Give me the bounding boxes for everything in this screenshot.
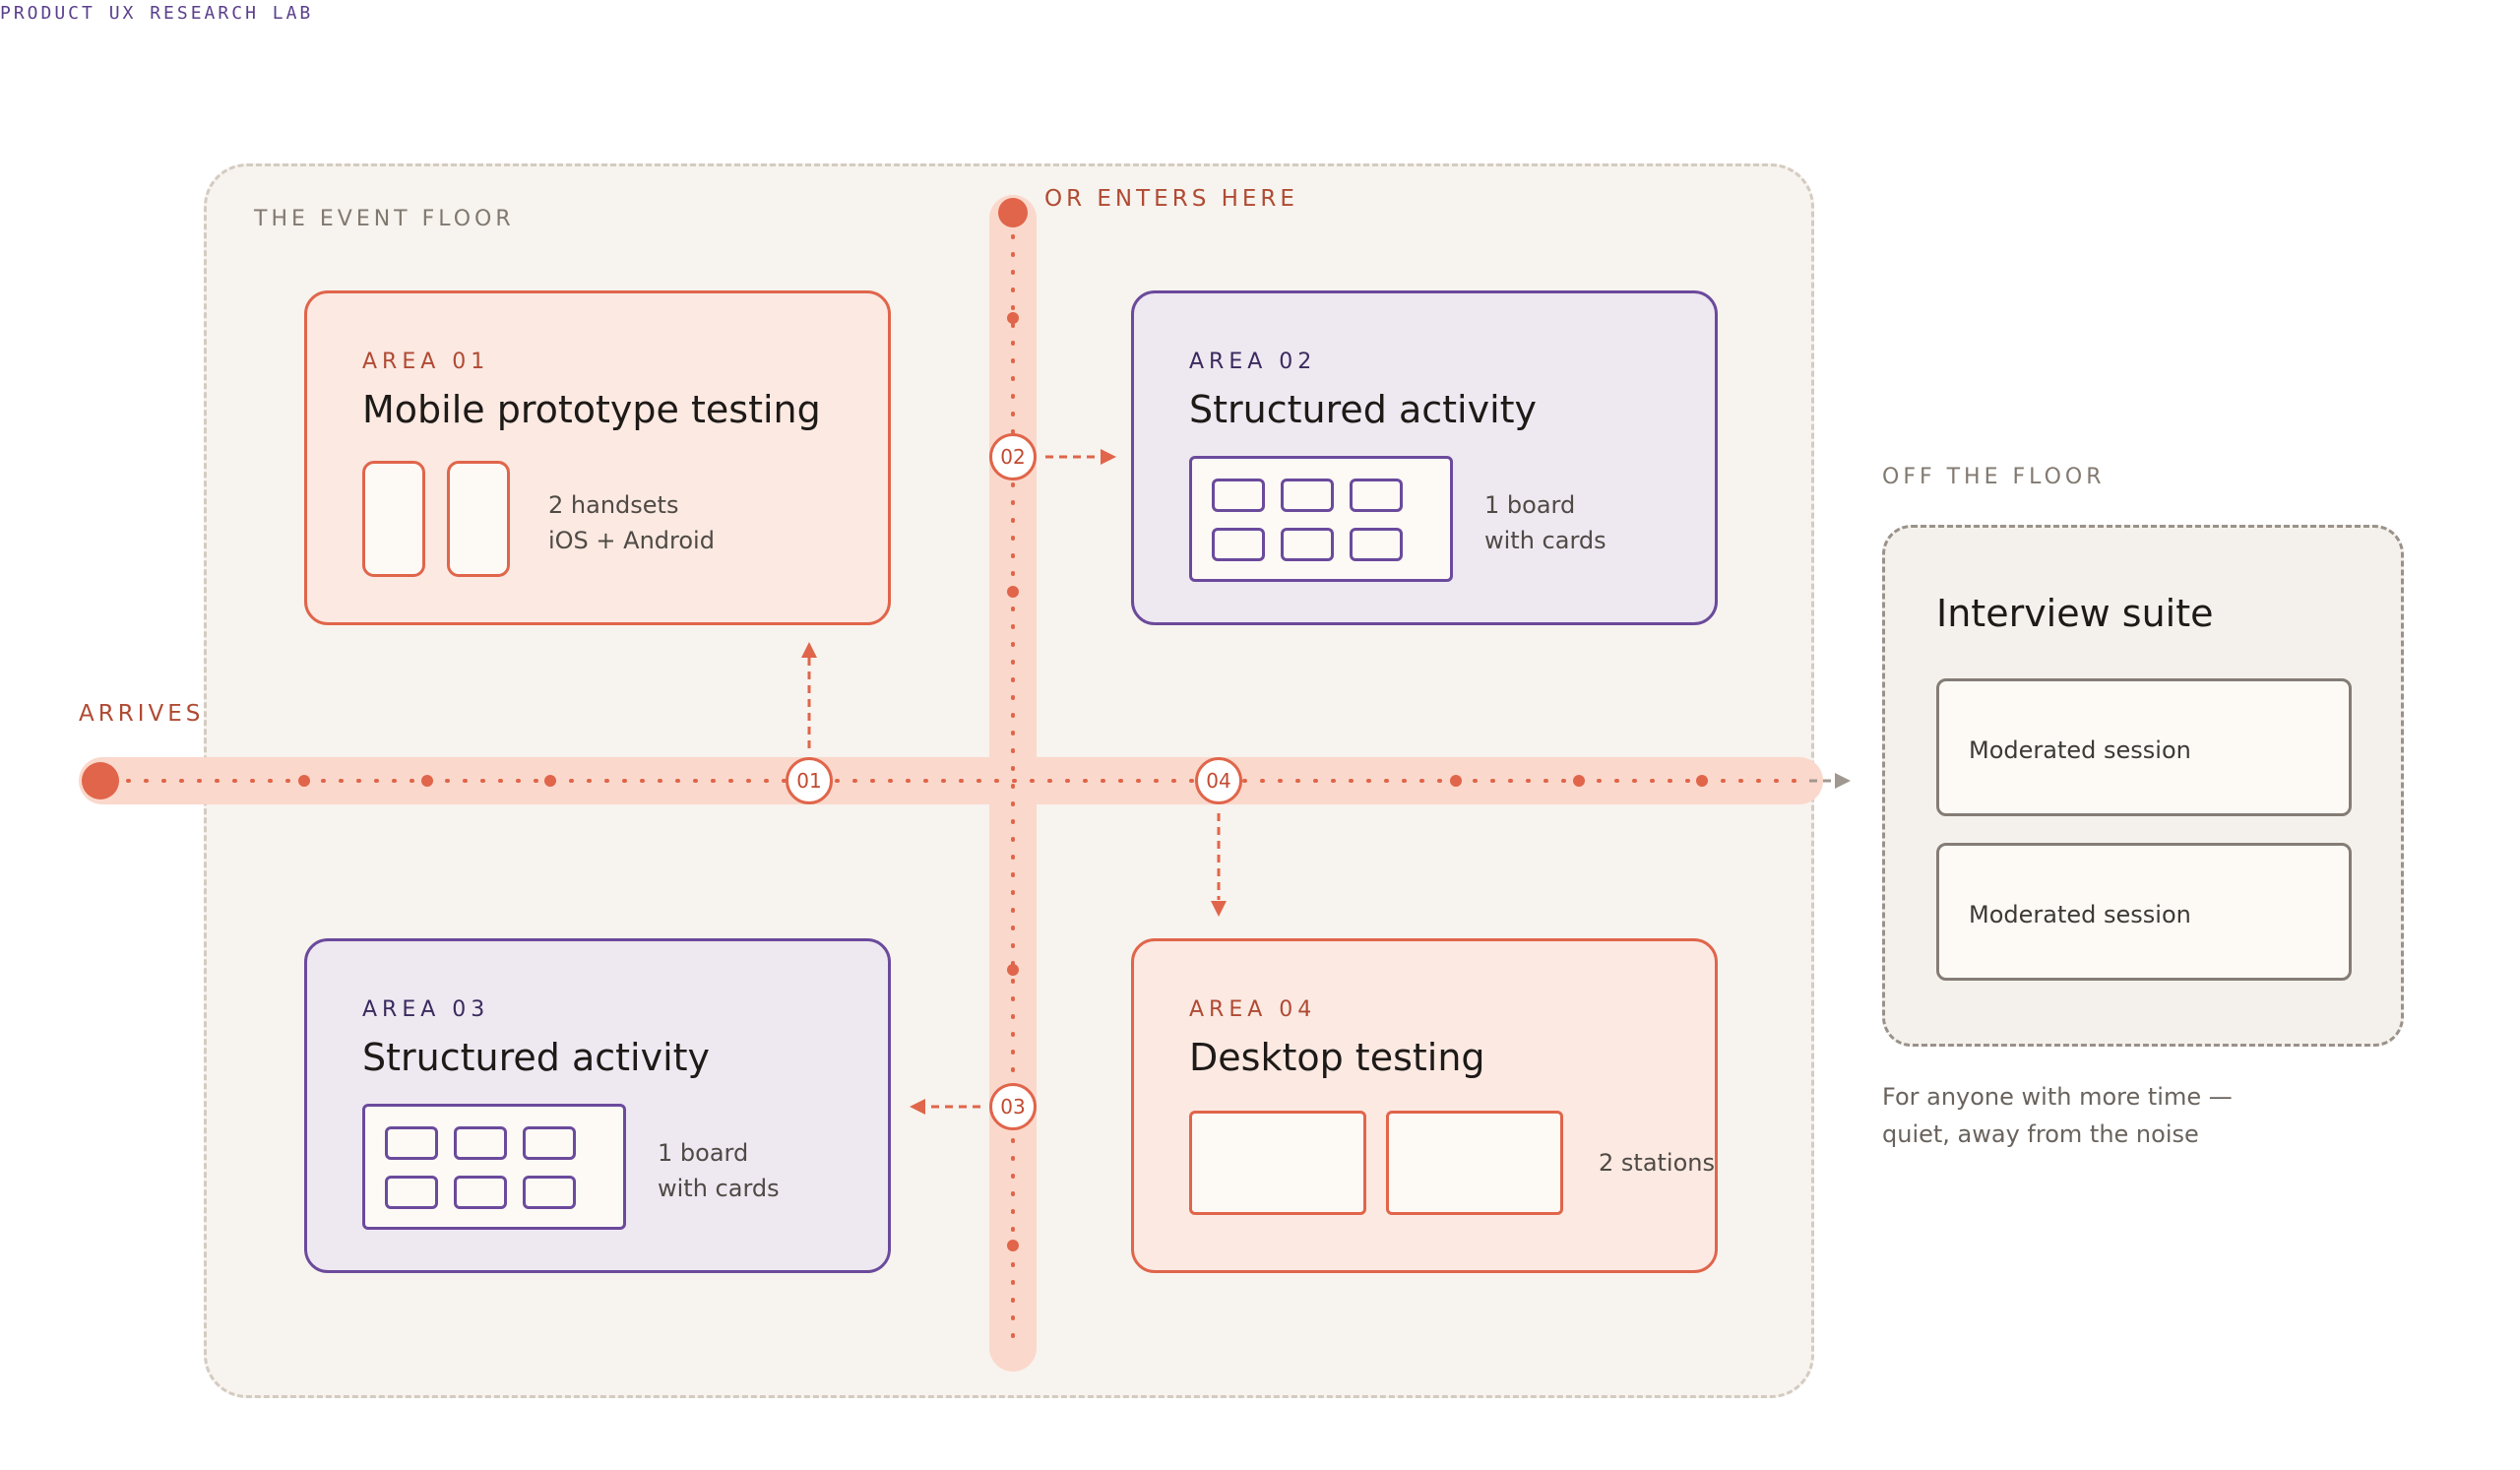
handset-icon	[362, 461, 425, 577]
session-label: Moderated session	[1969, 901, 2191, 928]
arrives-label: ARRIVES	[79, 701, 205, 727]
area-03-number: AREA 03	[362, 997, 490, 1022]
area-04-desc: 2 stations	[1599, 1149, 1715, 1177]
arrow-up-icon	[801, 642, 817, 658]
interview-suite-title: Interview suite	[1936, 592, 2214, 635]
area-01-number: AREA 01	[362, 350, 490, 374]
card-board-icon	[1189, 456, 1453, 582]
area-03-title: Structured activity	[362, 1036, 711, 1079]
marker-01[interactable]: 01	[786, 757, 833, 804]
area-03-desc-line2: with cards	[658, 1175, 780, 1202]
area-02-desc: 1 board with cards	[1484, 487, 1606, 558]
event-floor-label: THE EVENT FLOOR	[254, 207, 515, 231]
lab-name: PRODUCT UX RESEARCH LAB	[0, 3, 314, 24]
marker-04[interactable]: 04	[1195, 757, 1242, 804]
card-icon	[523, 1126, 576, 1160]
card-icon	[1281, 528, 1334, 561]
marker-03[interactable]: 03	[989, 1083, 1037, 1130]
card-icon	[1212, 479, 1265, 512]
card-icon	[385, 1176, 438, 1209]
arrow-down-icon	[1211, 901, 1227, 917]
card-icon	[454, 1176, 507, 1209]
card-icon	[385, 1126, 438, 1160]
area-01-card[interactable]: AREA 01 Mobile prototype testing 2 hands…	[304, 290, 891, 625]
interview-suite-note: For anyone with more time — quiet, away …	[1882, 1078, 2233, 1153]
interview-suite-box[interactable]: Interview suite Moderated session Modera…	[1882, 525, 2404, 1047]
area-01-desc-line2: iOS + Android	[548, 527, 715, 554]
arrow-right-icon	[1101, 449, 1116, 465]
card-icon	[1350, 528, 1403, 561]
area-02-desc-line2: with cards	[1484, 527, 1606, 554]
horizontal-path-band	[79, 757, 1823, 804]
card-board-icon	[362, 1104, 626, 1230]
area-02-desc-line1: 1 board	[1484, 491, 1576, 519]
arrow-right-icon	[1835, 773, 1851, 789]
area-01-desc: 2 handsets iOS + Android	[548, 487, 715, 558]
path-waypoints	[298, 312, 1708, 1251]
desktop-station-icon	[1189, 1111, 1366, 1215]
card-icon	[523, 1176, 576, 1209]
arrow-left-icon	[910, 1099, 925, 1115]
marker-02[interactable]: 02	[989, 433, 1037, 480]
area-03-card[interactable]: AREA 03 Structured activity 1 board with…	[304, 938, 891, 1273]
area-04-number: AREA 04	[1189, 997, 1317, 1022]
area-01-desc-line1: 2 handsets	[548, 491, 679, 519]
card-icon	[1350, 479, 1403, 512]
handset-icon	[447, 461, 510, 577]
arrival-start-dot	[82, 762, 119, 799]
area-04-title: Desktop testing	[1189, 1036, 1485, 1079]
entrance-start-dot	[998, 198, 1028, 227]
note-line1: For anyone with more time —	[1882, 1083, 2233, 1111]
desktop-station-icon	[1386, 1111, 1563, 1215]
area-01-title: Mobile prototype testing	[362, 388, 821, 431]
note-line2: quiet, away from the noise	[1882, 1120, 2199, 1148]
moderated-session-room[interactable]: Moderated session	[1936, 678, 2352, 816]
area-03-desc: 1 board with cards	[658, 1135, 780, 1206]
area-04-card[interactable]: AREA 04 Desktop testing 2 stations	[1131, 938, 1718, 1273]
card-icon	[454, 1126, 507, 1160]
area-03-desc-line1: 1 board	[658, 1139, 749, 1167]
area-02-card[interactable]: AREA 02 Structured activity 1 board with…	[1131, 290, 1718, 625]
card-icon	[1212, 528, 1265, 561]
area-02-title: Structured activity	[1189, 388, 1538, 431]
off-floor-label: OFF THE FLOOR	[1882, 465, 2106, 489]
enters-here-label: OR ENTERS HERE	[1044, 186, 1298, 212]
area-02-number: AREA 02	[1189, 350, 1317, 374]
moderated-session-room[interactable]: Moderated session	[1936, 843, 2352, 981]
session-label: Moderated session	[1969, 736, 2191, 764]
card-icon	[1281, 479, 1334, 512]
